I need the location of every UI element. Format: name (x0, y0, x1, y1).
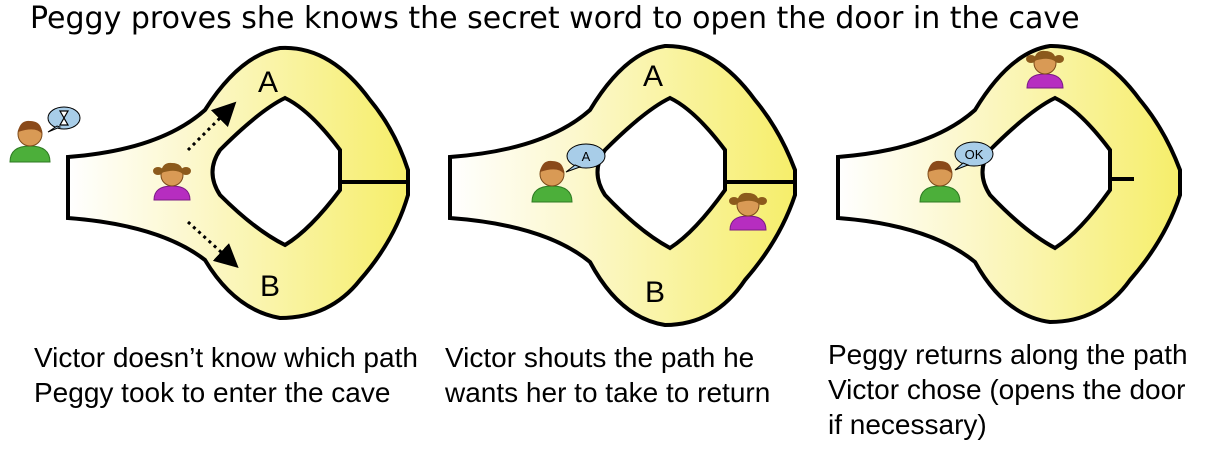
path-label-b: B (645, 276, 665, 309)
dotted-arrow-icon (186, 101, 237, 152)
cave-inner-loop (980, 95, 1112, 251)
bubble-text: A (582, 149, 591, 164)
path-label-b: B (260, 270, 280, 303)
hourglass-icon (47, 106, 81, 133)
cave-inner-loop (210, 95, 342, 248)
person-victor-icon (9, 120, 51, 163)
panel-2-caption: Victor shouts the path he wants her to t… (445, 342, 771, 408)
path-label-a: A (258, 66, 278, 99)
panel-1-caption: Victor doesn’t know which path Peggy too… (34, 342, 418, 408)
panel-2: A B A (448, 43, 797, 328)
speech-bubble-icon: OK (954, 141, 994, 171)
panel-1: A B (9, 45, 410, 321)
path-label-a: A (643, 60, 663, 93)
dotted-arrow-icon (186, 220, 239, 269)
bubble-text: OK (965, 147, 984, 162)
panel-3-caption: Peggy returns along the path Victor chos… (828, 339, 1188, 440)
panel-3: OK (836, 43, 1182, 325)
page-title: Peggy proves she knows the secret word t… (30, 1, 1080, 36)
speech-bubble-icon: A (565, 143, 606, 173)
cave-inner-loop (595, 95, 727, 251)
